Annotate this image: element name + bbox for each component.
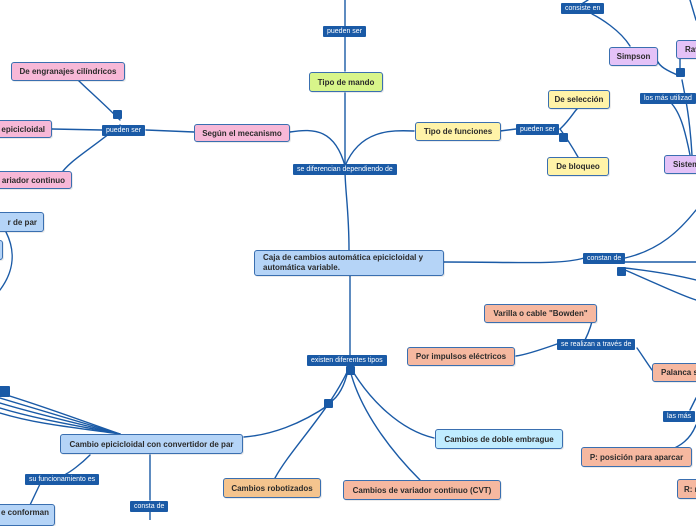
palanca-node[interactable]: Palanca s [652,363,696,382]
link-center-up [344,169,350,251]
engranajes-cilindricos-node[interactable]: De engranajes cilíndricos [11,62,125,81]
link-funciones-label [499,128,517,132]
label-left-stub [0,386,10,397]
label-constan-de: constan de [583,253,626,264]
cambio-epicicloidal-convertidor-node[interactable]: Cambio epicicloidal con convertidor de p… [60,434,243,454]
central-topic-node[interactable]: Caja de cambios automática epicicloidal … [254,250,444,276]
link-to-cvt [349,369,421,481]
p-posicion-aparcar-node[interactable]: P: posición para aparcar [581,447,692,467]
label-existen-tipos: existen diferentes tipos [307,355,387,366]
r-posicion-node[interactable]: R: r [677,479,696,499]
link-mas-up [689,397,696,411]
link-segun-label [145,129,195,133]
link-to-doble [351,369,435,439]
segun-mecanismo-node[interactable]: Según el mecanismo [194,124,290,142]
doble-embrague-node[interactable]: Cambios de doble embrague [435,429,563,449]
sistema-node[interactable]: Sistem [664,155,696,174]
link-to-seleccion [559,107,579,130]
link-right-up [689,0,696,21]
label-consiste-en: consiste en [561,3,605,14]
tipo-de-funciones-node[interactable]: Tipo de funciones [415,122,501,141]
link-to-tipo-funciones [344,130,415,167]
link-center-right [443,257,585,264]
link-realizan-varilla [584,319,593,341]
link-palanca-label [636,347,653,371]
link-to-robotizados [274,369,349,479]
tipo-de-mando-node[interactable]: Tipo de mando [309,72,383,92]
junction-simpson[interactable] [676,68,685,77]
label-se-diferencian: se diferencian dependiendo de [293,164,397,175]
junction-convertidor[interactable] [324,399,333,408]
junction-segun[interactable] [113,110,122,119]
conforman-node[interactable]: e conforman [0,504,55,526]
label-los-mas-utilizados: los más utilizad [640,93,696,104]
link-constan-right-4 [624,269,696,301]
link-func-conforman [29,483,41,506]
ravi-node[interactable]: Ravi [676,40,696,59]
link-left-convertidor [0,231,13,291]
de-seleccion-node[interactable]: De selección [548,90,610,109]
link-to-epicicloidal [51,128,103,131]
link-convertidor-func [65,454,91,475]
link-sistema-up2 [681,79,693,156]
link-simpson-consiste [591,13,631,47]
link-constan-right-1 [624,209,696,259]
variador-continuo-node[interactable]: ariador continuo [0,171,72,189]
label-consta-de: consta de [130,501,169,512]
link-left-fan-5 [0,412,121,435]
varilla-bowden-node[interactable]: Varilla o cable "Bowden" [484,304,597,323]
variador-cvt-node[interactable]: Cambios de variador continuo (CVT) [343,480,501,500]
label-las-mas: las más [663,411,696,422]
left-edge-node[interactable] [0,240,3,260]
de-bloqueo-node[interactable]: De bloqueo [547,157,609,176]
impulsos-electricos-node[interactable]: Por impulsos eléctricos [407,347,515,366]
junction-existen[interactable] [346,366,355,375]
label-pueden-ser-right: pueden ser [516,124,560,135]
label-se-realizan: se realizan a través de [557,339,636,350]
epicicloidal-node[interactable]: epicicloidal [0,120,52,138]
junction-funciones[interactable] [559,133,568,142]
link-to-segun [289,129,346,167]
label-funcionamiento: su funcionamiento es [25,474,100,485]
simpson-node[interactable]: Simpson [609,47,658,66]
link-to-bloqueo [559,128,579,158]
link-left-fan-2 [0,397,121,435]
robotizados-node[interactable]: Cambios robotizados [223,478,321,498]
link-constan-right-3 [624,267,696,281]
link-to-convertidor [243,403,331,438]
label-pueden-ser-left: pueden ser [102,125,146,136]
convertidor-de-par-top-node[interactable]: r de par [0,212,44,232]
junction-constan[interactable] [617,267,626,276]
label-pueden-ser-top: pueden ser [323,26,367,37]
link-left-fan-4 [0,407,121,435]
link-realizan-impulsos [515,343,558,357]
